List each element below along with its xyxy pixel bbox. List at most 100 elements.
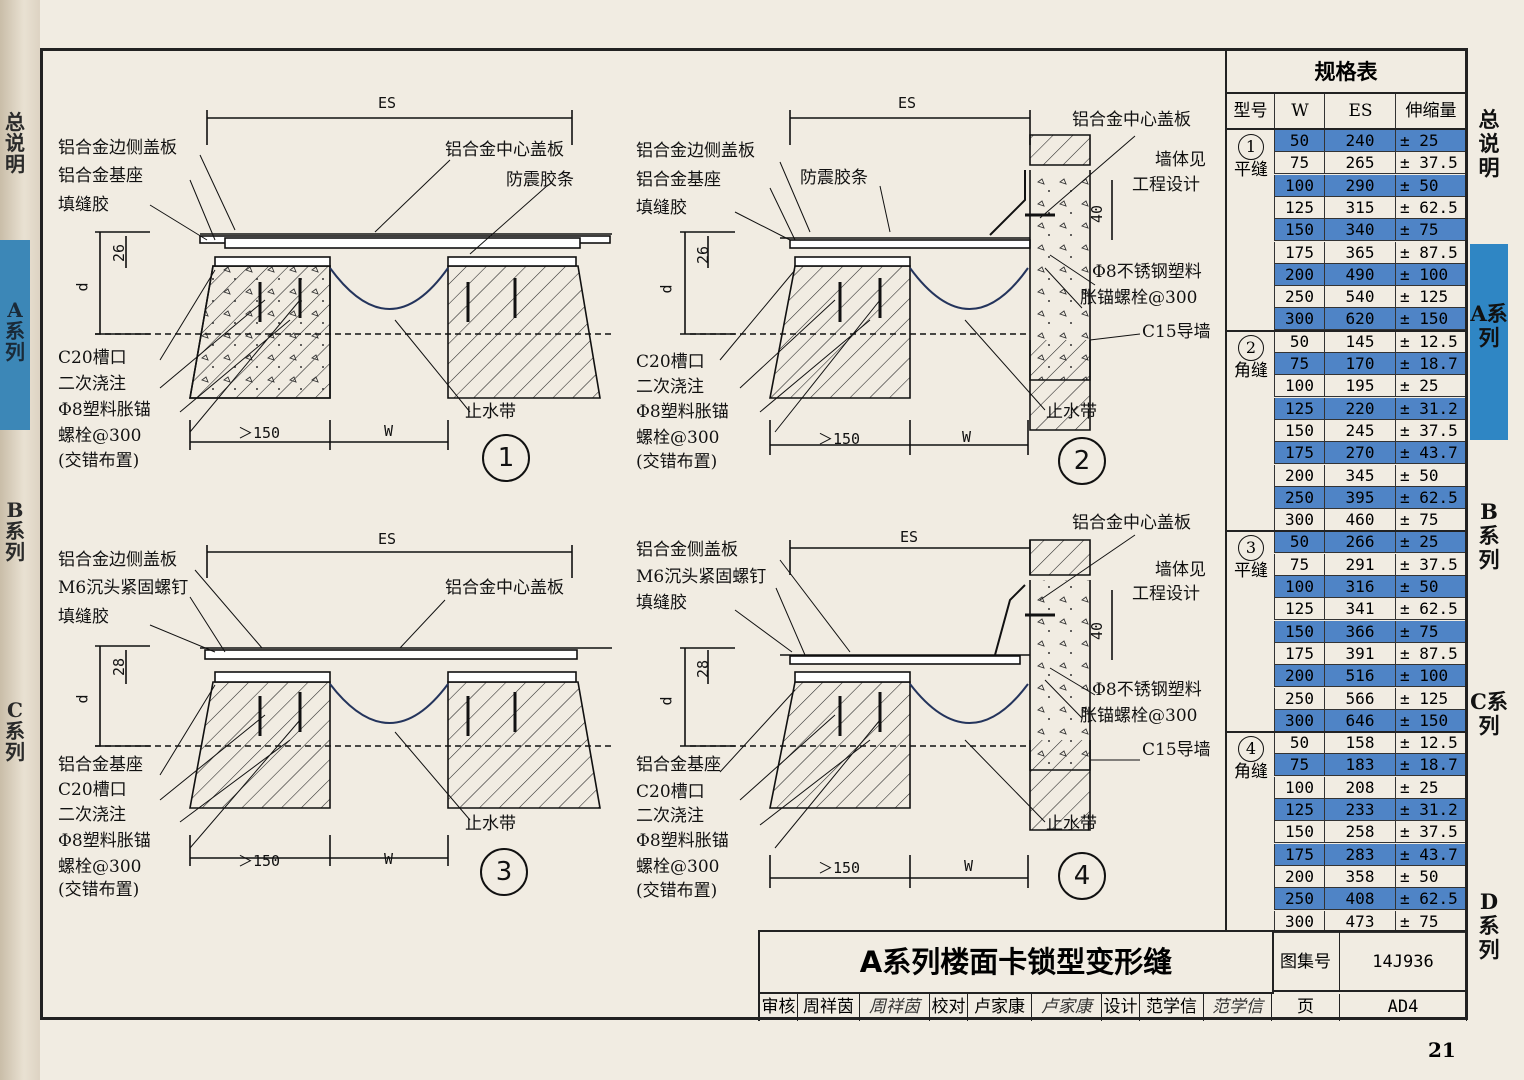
- spec-cell-es: 365: [1324, 241, 1395, 264]
- spec-group-name: 平缝: [1234, 160, 1268, 180]
- d1-height-dim: 26: [110, 243, 129, 263]
- side-nav-b-series[interactable]: B系列: [1478, 499, 1500, 572]
- spec-cell-range: ± 37.5: [1395, 152, 1465, 175]
- detail-2-section: [680, 110, 1141, 455]
- spec-cell-es: 195: [1324, 375, 1395, 398]
- d2-anchor-label: Φ8塑料胀锚: [636, 402, 729, 422]
- spec-cell-es: 183: [1324, 754, 1395, 777]
- spec-cell-w: 100: [1274, 174, 1324, 197]
- spec-cell-w: 125: [1274, 598, 1324, 621]
- d4-es-dim: ES: [900, 528, 919, 546]
- spec-cell-es: 391: [1324, 642, 1395, 665]
- spec-group-number: 4: [1238, 736, 1264, 763]
- d3-bolt-label: 螺栓@300: [58, 857, 142, 877]
- spec-cell-w: 125: [1274, 196, 1324, 219]
- spec-cell-range: ± 75: [1395, 620, 1465, 643]
- d2-guide-wall-label: C15导墙: [1142, 322, 1211, 342]
- spec-cell-w: 300: [1274, 308, 1324, 331]
- d4-height-dim: 28: [694, 659, 713, 679]
- spec-cell-w: 250: [1274, 486, 1324, 509]
- d4-w-dim: W: [964, 857, 974, 875]
- d2-depth-dim: d: [657, 284, 676, 294]
- d3-es-dim: ES: [378, 530, 397, 548]
- spec-header-w: W: [1274, 94, 1325, 128]
- spec-cell-range: ± 25: [1395, 531, 1465, 554]
- spec-cell-w: 250: [1274, 286, 1324, 309]
- spec-cell-w: 100: [1274, 375, 1324, 398]
- spec-cell-range: ± 125: [1395, 286, 1465, 309]
- d4-base-label: 铝合金基座: [636, 755, 721, 775]
- spec-cell-w: 50: [1274, 531, 1324, 554]
- d2-c20-label: C20槽口: [636, 352, 705, 372]
- spec-cell-w: 200: [1274, 464, 1324, 487]
- spec-cell-w: 175: [1274, 642, 1324, 665]
- side-nav-c-series[interactable]: C系列: [1470, 689, 1508, 738]
- spec-cell-range: ± 87.5: [1395, 241, 1465, 264]
- spec-cell-range: ± 62.5: [1395, 196, 1465, 219]
- spec-cell-es: 283: [1324, 843, 1395, 866]
- d3-filler-label: 填缝胶: [58, 607, 109, 627]
- spec-cell-es: 473: [1324, 910, 1395, 933]
- d4-pour-label: 二次浇注: [636, 806, 704, 826]
- spec-cell-es: 208: [1324, 776, 1395, 799]
- spec-cell-range: ± 62.5: [1395, 888, 1465, 911]
- spec-cell-es: 316: [1324, 576, 1395, 598]
- side-nav-general[interactable]: 总说明: [1478, 107, 1500, 180]
- spec-cell-es: 358: [1324, 865, 1395, 888]
- spec-cell-es: 490: [1324, 263, 1395, 286]
- d4-anchor-label: Φ8塑料胀锚: [636, 831, 729, 851]
- spec-cell-range: ± 50: [1395, 576, 1465, 598]
- spec-group-divider: [1227, 530, 1465, 533]
- spec-cell-range: ± 12.5: [1395, 732, 1465, 755]
- d3-stagger-label: (交错布置): [58, 880, 140, 900]
- d1-min-dim: ＞150: [238, 424, 281, 442]
- spec-cell-w: 150: [1274, 419, 1324, 442]
- atlas-label: 图集号: [1272, 932, 1340, 992]
- d1-w-dim: W: [384, 422, 394, 440]
- side-nav-d-series[interactable]: D系列: [1478, 889, 1500, 962]
- spec-cell-es: 170: [1324, 353, 1395, 375]
- spec-header-es: ES: [1324, 94, 1396, 128]
- atlas-number: 14J936: [1340, 932, 1467, 992]
- spec-cell-es: 341: [1324, 598, 1395, 621]
- spec-cell-es: 315: [1324, 196, 1395, 219]
- spec-cell-es: 158: [1324, 732, 1395, 755]
- d1-depth-dim: d: [73, 282, 92, 292]
- spec-cell-range: ± 50: [1395, 464, 1465, 487]
- side-nav-a-series[interactable]: A系列: [1470, 244, 1508, 440]
- d3-pour-label: 二次浇注: [58, 805, 126, 825]
- d1-pour-label: 二次浇注: [58, 374, 126, 394]
- detail-4-number: 4: [1058, 852, 1106, 900]
- d1-bolt-label: 螺栓@300: [58, 426, 142, 446]
- spec-cell-w: 50: [1274, 330, 1324, 353]
- spec-cell-range: ± 31.2: [1395, 397, 1465, 420]
- spec-group-name: 角缝: [1234, 762, 1268, 783]
- spec-cell-w: 150: [1274, 620, 1324, 643]
- d4-h40-dim: 40: [1088, 621, 1107, 641]
- spec-cell-w: 250: [1274, 687, 1324, 710]
- d3-min-dim: ＞150: [238, 852, 281, 870]
- d2-min-dim: ＞150: [818, 430, 861, 448]
- d3-height-dim: 28: [110, 657, 129, 677]
- spec-cell-es: 291: [1324, 553, 1395, 576]
- d4-ss-anchor-label-1: Φ8不锈钢塑料: [1092, 680, 1202, 700]
- d1-waterstop-label: 止水带: [465, 402, 516, 422]
- spec-group-name: 角缝: [1234, 360, 1268, 381]
